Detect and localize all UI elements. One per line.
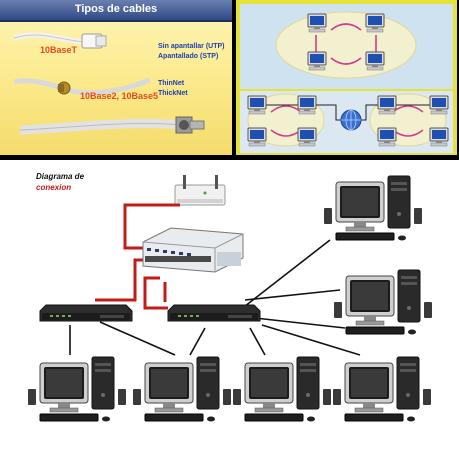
switch-left-icon — [39, 304, 133, 322]
lan-pc-4-icon — [297, 127, 317, 147]
topology-panel — [236, 0, 457, 155]
workstation-1-icon — [323, 175, 423, 241]
router-icon — [142, 227, 244, 273]
ring-pc-2-icon — [365, 13, 385, 33]
cable-desc-thinnet: ThinNet — [158, 80, 185, 87]
cable-desc-utp: Sin apantallar (UTP) — [158, 43, 225, 50]
workstation-4-icon — [132, 356, 232, 422]
ring-arrows-top — [315, 23, 377, 65]
topology-illustration — [247, 11, 449, 147]
lan-pc-8-icon — [429, 127, 449, 147]
thick-coax-cable-image — [19, 116, 205, 135]
cable-types-panel: Tipos de cables 10BaseT Sin apantallar (… — [0, 0, 232, 155]
lan-pc-1-icon — [247, 95, 267, 115]
lan-pc-6-icon — [429, 95, 449, 115]
lan-pc-3-icon — [247, 127, 267, 147]
workstation-3-icon — [27, 356, 127, 422]
cable-types-title: Tipos de cables — [74, 3, 158, 15]
cable-types-header: Tipos de cables — [0, 0, 232, 22]
rj45-cable-image — [13, 32, 107, 49]
wireless-access-point-icon — [174, 175, 226, 206]
diagram-title-line1: Diagrama de — [36, 172, 85, 181]
ring-pc-3-icon — [307, 51, 327, 71]
switch-right-icon — [167, 304, 261, 322]
lan-pc-2-icon — [297, 95, 317, 115]
cable-desc-10baset: Sin apantallar (UTP) Apantallado (STP) — [158, 42, 225, 62]
lan-pc-7-icon — [377, 127, 397, 147]
cable-name-10base2: 10Base2, 10Base5 — [80, 91, 159, 101]
connection-diagram-panel: Diagrama de conexion — [0, 160, 459, 449]
diagram-title-line2: conexion — [36, 183, 72, 192]
ring-pc-4-icon — [365, 51, 385, 71]
black-cables — [69, 239, 361, 356]
network-diagram — [27, 175, 433, 422]
cable-desc-stp: Apantallado (STP) — [158, 53, 219, 60]
ring-pc-1-icon — [307, 13, 327, 33]
workstation-5-icon — [232, 356, 332, 422]
cable-name-10baset: 10BaseT — [40, 45, 78, 55]
cable-desc-10base2: ThinNet ThickNet — [158, 79, 188, 99]
cable-desc-thicknet: ThickNet — [158, 90, 188, 97]
cable-illustrations — [13, 32, 205, 135]
diagram-title: Diagrama de conexion — [36, 171, 84, 193]
ring-ellipse-top — [275, 11, 417, 79]
lan-pc-5-icon — [377, 95, 397, 115]
workstation-6-icon — [332, 356, 432, 422]
coax-cable-image — [13, 77, 151, 96]
workstation-2-icon — [333, 269, 433, 335]
